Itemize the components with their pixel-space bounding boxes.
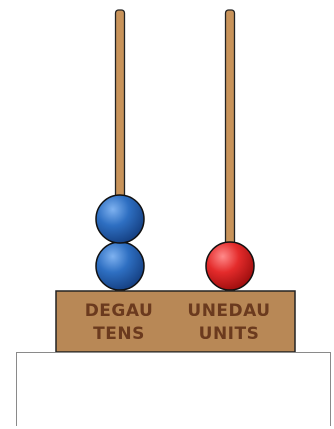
tens-label-welsh: DEGAU [85, 301, 154, 321]
tens-bead[interactable] [95, 194, 145, 244]
units-label-welsh: UNEDAU [187, 301, 270, 321]
abacus-base [55, 290, 296, 352]
tens-label-english: TENS [93, 324, 145, 344]
units-beads[interactable] [205, 241, 255, 291]
abacus: DEGAU TENS UNEDAU UNITS [55, 9, 296, 352]
units-label-english: UNITS [199, 324, 260, 344]
units-bead[interactable] [205, 241, 255, 291]
tens-bead[interactable] [95, 241, 145, 291]
tens-beads[interactable] [95, 194, 145, 291]
answer-input[interactable] [16, 352, 331, 426]
